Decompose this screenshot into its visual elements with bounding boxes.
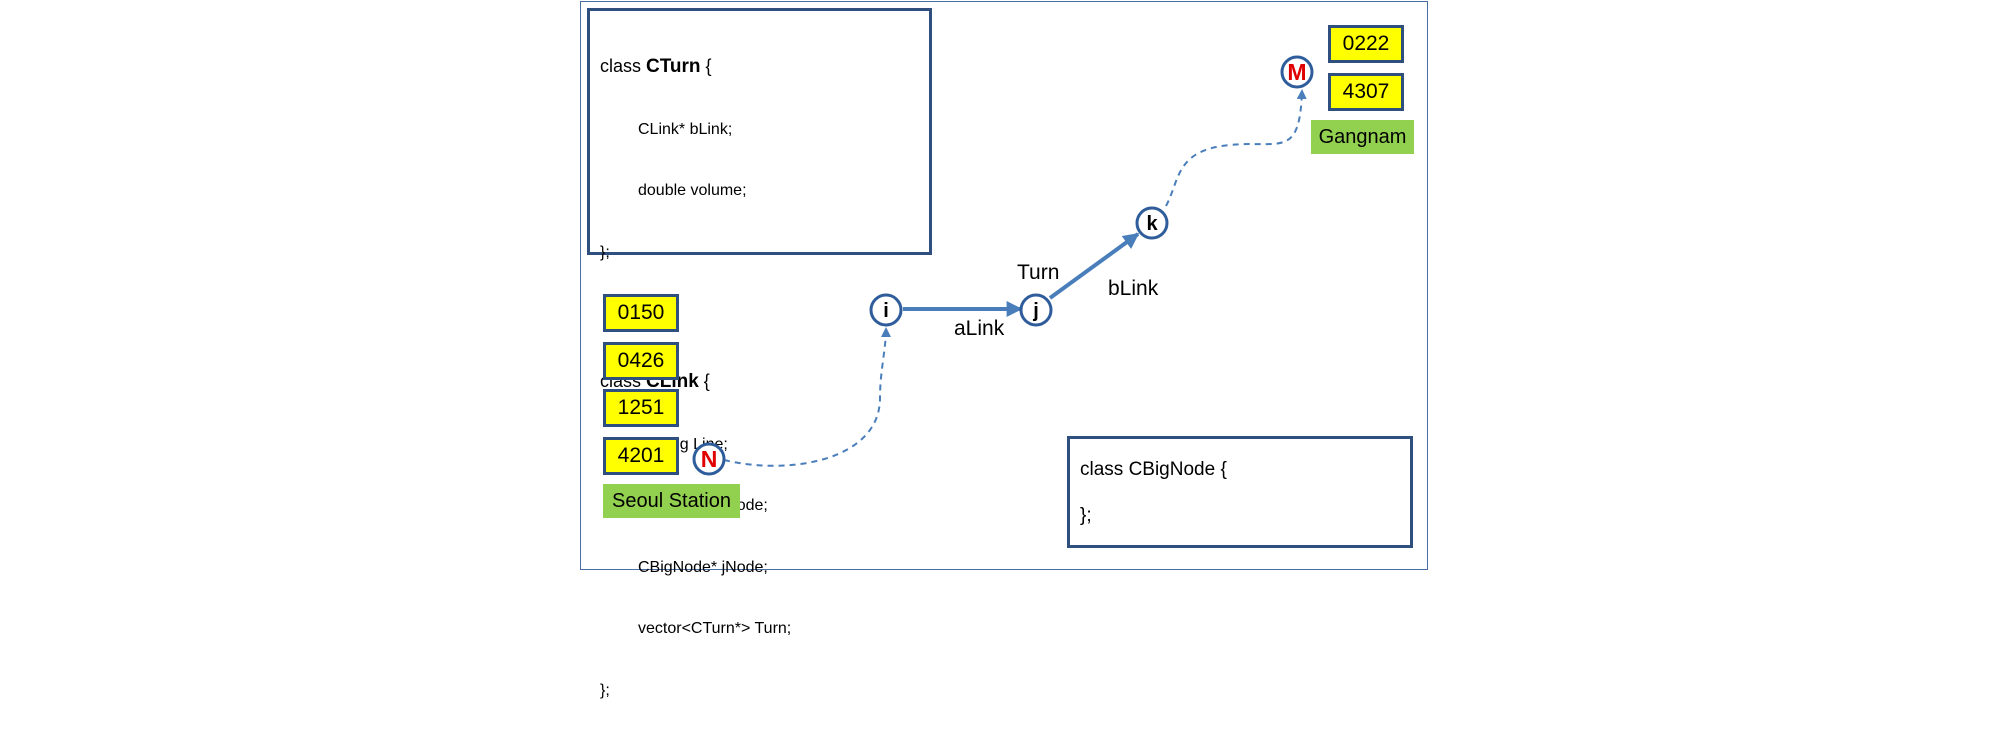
cturn-member-volume: double volume; bbox=[638, 182, 747, 199]
dashed-connector-n-to-i bbox=[723, 327, 891, 467]
cbignode-header: class CBigNode { bbox=[1080, 459, 1227, 480]
node-k: k bbox=[1135, 206, 1169, 240]
cbignode-close: }; bbox=[1080, 505, 1092, 526]
seoul-code-box: 4201 bbox=[603, 437, 679, 475]
node-n-label: N bbox=[701, 446, 718, 472]
node-k-label: k bbox=[1146, 213, 1158, 235]
edge-label-blink: bLink bbox=[1108, 277, 1159, 300]
node-m-label: M bbox=[1287, 59, 1306, 85]
diagram-frame bbox=[580, 1, 1428, 570]
cturn-close: }; bbox=[600, 243, 610, 261]
node-i: i bbox=[869, 293, 903, 327]
node-m: M bbox=[1280, 55, 1314, 89]
gangnam-label: Gangnam bbox=[1311, 120, 1414, 154]
gangnam-code-box: 0222 bbox=[1328, 25, 1404, 63]
edge-label-alink: aLink bbox=[954, 317, 1005, 340]
edge-label-turn: Turn bbox=[1017, 261, 1060, 284]
gangnam-code-box: 4307 bbox=[1328, 73, 1404, 111]
cturn-header: class CTurn { bbox=[600, 56, 712, 77]
seoul-code-box: 0150 bbox=[603, 294, 679, 332]
cturn-member-blink: CLink* bLink; bbox=[638, 120, 733, 138]
network-diagram: i j k N M bbox=[692, 55, 1314, 476]
node-j-label: j bbox=[1032, 300, 1039, 322]
node-i-label: i bbox=[883, 300, 889, 322]
clink-member-turn: vector<CTurn*> Turn; bbox=[638, 620, 792, 637]
node-j: j bbox=[1019, 293, 1053, 327]
blink-arrow bbox=[1048, 232, 1140, 300]
clink-close: }; bbox=[600, 681, 610, 699]
clink-member-jnode: CBigNode* jNode; bbox=[638, 558, 768, 576]
seoul-code-box: 1251 bbox=[603, 389, 679, 427]
seoul-station-label: Seoul Station bbox=[603, 484, 740, 518]
dashed-connector-k-to-m bbox=[1165, 89, 1307, 207]
seoul-code-box: 0426 bbox=[603, 342, 679, 380]
code-box-cbignode: class CBigNode { }; bbox=[1067, 436, 1413, 548]
node-n: N bbox=[692, 442, 726, 476]
